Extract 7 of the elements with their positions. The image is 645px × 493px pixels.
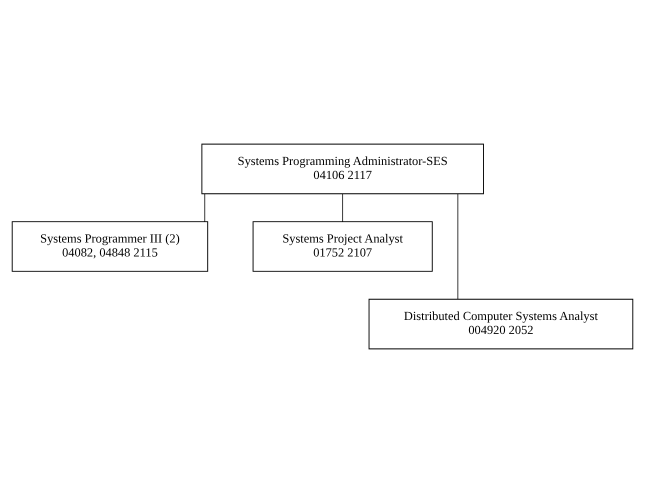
node-box: Systems Project Analyst 01752 2107 [252,221,433,272]
connector [204,194,206,222]
node-box: Systems Programmer III (2) 04082, 04848 2115 [12,221,208,272]
connector [342,194,344,222]
node-box: Distributed Computer Systems Analyst 004920 2052 [368,298,634,350]
connector [457,193,458,300]
node-box: Systems Programming Administrator-SES 04106 2117 [201,144,484,194]
